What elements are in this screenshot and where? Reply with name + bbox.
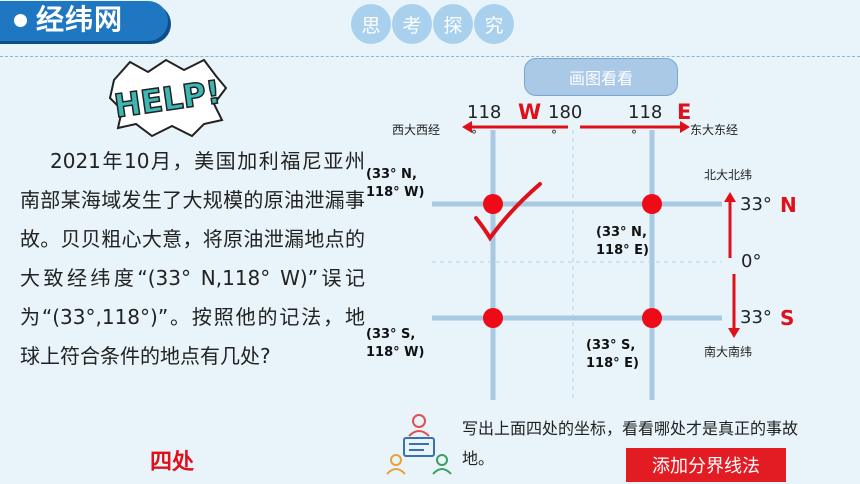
- point-se: [642, 308, 662, 328]
- think-char-4: 究: [474, 4, 514, 44]
- lon-e-unit: E: [677, 100, 692, 124]
- lon-118w: 118: [467, 102, 502, 123]
- coord-se-line2: 118° E): [586, 356, 639, 371]
- lat-equator: 0°: [741, 251, 762, 272]
- coord-label-se: (33° S, 118° E): [586, 337, 639, 373]
- coord-label-sw: (33° S, 118° W): [366, 326, 424, 362]
- lon-w-unit: W: [518, 100, 542, 124]
- deg-mark-3: °: [631, 128, 637, 142]
- question-paragraph: 2021年10月，美国加利福尼亚州南部某海域发生了大规模的原油泄漏事故。贝贝粗心…: [20, 142, 365, 376]
- point-ne: [642, 194, 662, 214]
- divider: [0, 56, 860, 57]
- north-label: 北大北纬: [704, 168, 753, 182]
- deg-mark-1: °: [471, 128, 477, 142]
- lat-n-unit: N: [780, 193, 797, 217]
- coord-nw-line1: (33° N,: [366, 167, 417, 182]
- page-title: 经纬网: [36, 3, 124, 36]
- east-label: 东大东经: [690, 123, 739, 137]
- deg-mark-2: °: [551, 128, 557, 142]
- point-sw: [483, 308, 503, 328]
- coord-label-ne: (33° N, 118° E): [596, 224, 649, 260]
- coord-ne-line2: 118° E): [596, 243, 649, 258]
- coord-ne-line1: (33° N,: [596, 225, 647, 240]
- coord-sw-line1: (33° S,: [366, 327, 416, 342]
- discussion-icon: [386, 414, 452, 475]
- think-char-2: 考: [392, 4, 432, 44]
- think-char-3: 探: [433, 4, 473, 44]
- add-divider-method-button[interactable]: 添加分界线法: [626, 448, 786, 482]
- instruction-text: 写出上面四处的坐标，看看哪处才是真正的事故地。: [462, 419, 799, 468]
- lat-33s: 33°: [740, 307, 772, 328]
- south-label: 南大南纬: [704, 345, 753, 359]
- lat-33n: 33°: [740, 194, 772, 215]
- coord-label-nw: (33° N, 118° W): [366, 166, 424, 202]
- draw-button[interactable]: 画图看看: [524, 58, 678, 96]
- help-badge-icon: HELP!: [108, 58, 228, 138]
- coord-nw-line2: 118° W): [366, 185, 425, 200]
- question-text: 2021年10月，美国加利福尼亚州南部某海域发生了大规模的原油泄漏事故。贝贝粗心…: [20, 149, 365, 368]
- lat-s-unit: S: [780, 306, 795, 330]
- lon-118e: 118: [628, 102, 663, 123]
- answer-text: 四处: [150, 450, 195, 475]
- coord-se-line1: (33° S,: [586, 338, 636, 353]
- title-banner: [0, 1, 168, 41]
- lon-180: 180: [548, 102, 583, 123]
- coord-sw-line2: 118° W): [366, 345, 425, 360]
- west-label: 西大西经: [392, 123, 441, 137]
- bullet-icon: [14, 14, 27, 27]
- point-nw: [483, 194, 503, 214]
- think-char-1: 思: [351, 4, 391, 44]
- check-icon: [474, 182, 542, 242]
